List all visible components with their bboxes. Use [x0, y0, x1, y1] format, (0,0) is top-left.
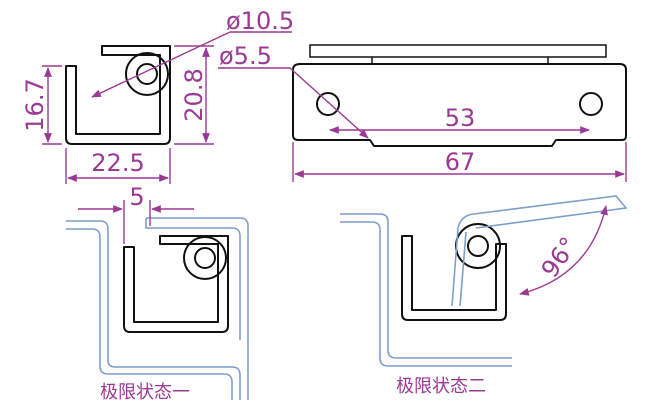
height-right-label: 20.8	[180, 68, 208, 121]
inner-curl	[136, 63, 158, 85]
front-view-body	[292, 63, 627, 147]
side-view: 16.7 20.8 22.5 ø10.5	[21, 7, 294, 184]
hinge-profile-state-one	[123, 235, 229, 333]
wall-outline-outer	[340, 213, 512, 359]
left-mounting-hole	[316, 92, 340, 116]
limit-state-one: 5 极限状态一	[66, 183, 249, 403]
rotated-leaf	[451, 195, 628, 307]
hinge-inner-curl-state-one	[194, 247, 216, 269]
state-one-caption: 极限状态一	[100, 382, 190, 403]
door-outline-outer	[66, 220, 241, 400]
state-two-caption: 极限状态二	[396, 376, 486, 397]
side-view-profile	[65, 45, 171, 145]
hinge-profile-state-two	[401, 235, 507, 321]
frame-outline-outer	[146, 217, 249, 400]
hole-spacing-label: 53	[445, 104, 476, 132]
angle-label: 96°	[536, 232, 583, 283]
front-view-top-band	[309, 44, 607, 58]
width-bottom-label: 22.5	[91, 149, 144, 177]
hinge-outer-curl-state-one	[183, 236, 227, 280]
door-outline-inner	[66, 228, 233, 400]
gap-label: 5	[129, 183, 144, 211]
right-mounting-hole	[579, 92, 603, 116]
wall-outline-inner	[340, 221, 512, 367]
height-left-label: 16.7	[21, 78, 49, 131]
hinge-inner-curl-state-two	[467, 235, 489, 257]
front-view: ø5.5 53 67	[218, 42, 627, 182]
outer-diameter-label: ø10.5	[226, 7, 294, 35]
inner-diameter-leader	[289, 67, 369, 139]
angle-arc	[519, 205, 608, 296]
limit-state-two: 96° 极限状态二	[340, 195, 628, 397]
inner-diameter-label: ø5.5	[219, 42, 272, 70]
outer-curl	[125, 52, 169, 96]
outer-diameter-leader	[91, 31, 231, 98]
overall-length-label: 67	[445, 148, 476, 176]
hinge-outer-curl-state-two	[455, 223, 501, 269]
frame-outline-inner	[145, 218, 241, 340]
